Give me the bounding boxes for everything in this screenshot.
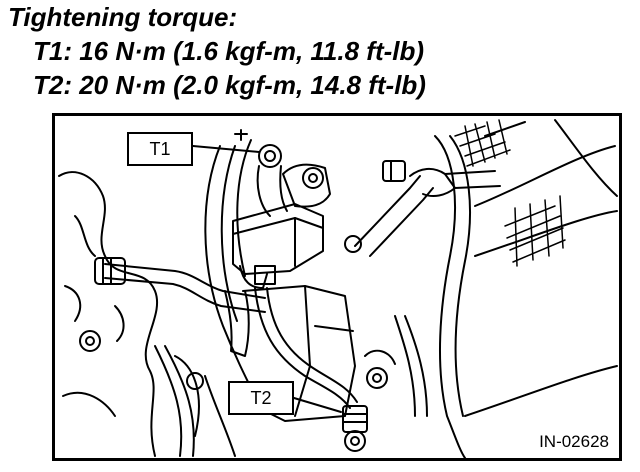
torque-spec-t2: T2: 20 N·m (2.0 kgf-m, 14.8 ft-lb) (33, 70, 426, 100)
torque-heading: Tightening torque: (8, 2, 238, 32)
left-coolant-pipe (104, 263, 266, 299)
actuator-body (232, 203, 324, 275)
torque-spec-t1: T1: 16 N·m (1.6 kgf-m, 11.8 ft-lb) (33, 36, 425, 66)
callout-t1: T1 (127, 132, 193, 166)
upper-hose (354, 175, 421, 247)
engine-illustration: T1 T2 IN-02628 (52, 113, 622, 461)
engine-block-outline (58, 171, 158, 457)
pulley-cover (204, 145, 256, 397)
bracket-bolt (302, 167, 324, 189)
engine-line-art (58, 119, 618, 458)
t1-bolt (258, 144, 282, 168)
figure-id: IN-02628 (537, 432, 611, 452)
right-housing (434, 135, 466, 458)
metal-pipe (254, 287, 351, 409)
callout-t2: T2 (228, 381, 294, 415)
